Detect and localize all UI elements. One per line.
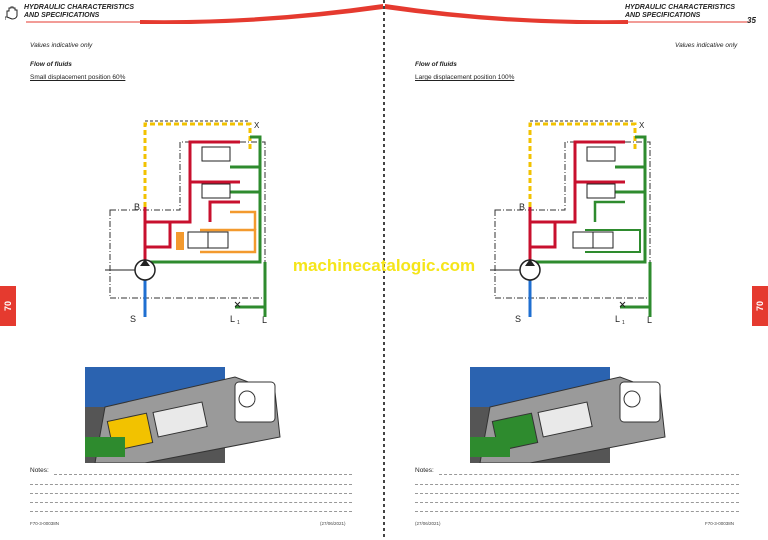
notes-line [54, 474, 352, 475]
values-note: Values indicative only [30, 42, 93, 49]
chapter-tab-label: 70 [754, 300, 765, 312]
page-spine [383, 0, 385, 540]
notes-line [30, 502, 352, 503]
header-swoosh [385, 4, 750, 24]
hydraulic-schematic: B X S L 1 L [490, 120, 652, 326]
left-page: f HYDRAULIC CHARACTERISTICS AND SPECIFIC… [0, 0, 383, 540]
port-l1: L [615, 314, 620, 324]
right-page: HYDRAULIC CHARACTERISTICS AND SPECIFICAT… [385, 0, 768, 540]
port-l: L [647, 315, 652, 325]
section-header: HYDRAULIC CHARACTERISTICS AND SPECIFICAT… [625, 4, 735, 20]
port-x: X [639, 121, 645, 130]
position-label: Large displacement position 100% [415, 74, 515, 81]
header-swoosh [26, 4, 383, 24]
chapter-tab: 70 [752, 286, 768, 326]
notes-line [415, 502, 739, 503]
chapter-tab: 70 [0, 286, 16, 326]
notes-line [415, 511, 739, 512]
pump-cutaway-photo [470, 367, 666, 463]
footer-code: F70-3-00038N [705, 521, 735, 526]
chapter-tab-label: 70 [2, 300, 13, 312]
header-line1: HYDRAULIC CHARACTERISTICS [24, 4, 135, 11]
port-s: S [515, 314, 521, 324]
header-line1: HYDRAULIC CHARACTERISTICS [625, 4, 736, 11]
notes-line [439, 474, 739, 475]
flow-title: Flow of fluids [415, 61, 457, 68]
notes-line [30, 493, 352, 494]
pump-cutaway-photo [85, 367, 281, 463]
flow-title: Flow of fluids [30, 61, 72, 68]
footer-date: (27/06/2021) [320, 521, 346, 526]
hydraulic-schematic: B X S L 1 L [105, 120, 267, 326]
notes-label: Notes: [30, 467, 49, 474]
notes-line [30, 484, 352, 485]
notes-line [415, 484, 739, 485]
header-line2: AND SPECIFICATIONS [24, 12, 100, 19]
values-note: Values indicative only [675, 42, 738, 49]
svg-text:f: f [5, 16, 7, 21]
position-label: Small displacement position 60% [30, 74, 126, 81]
header-line2: AND SPECIFICATIONS [625, 12, 701, 19]
notes-label: Notes: [415, 467, 434, 474]
port-b: B [519, 202, 525, 212]
port-l1-sub: 1 [237, 320, 240, 326]
port-l1-sub: 1 [622, 320, 625, 326]
page-number: 35 [747, 16, 756, 25]
section-header: HYDRAULIC CHARACTERISTICS AND SPECIFICAT… [24, 4, 134, 20]
port-s: S [130, 314, 136, 324]
footer-date: (27/06/2021) [415, 521, 441, 526]
notes-line [415, 493, 739, 494]
port-x: X [254, 121, 260, 130]
hand-icon: f [5, 6, 18, 21]
notes-line [30, 511, 352, 512]
port-l1: L [230, 314, 235, 324]
port-b: B [134, 202, 140, 212]
footer-code: F70-3-00038N [30, 521, 60, 526]
port-l: L [262, 315, 267, 325]
